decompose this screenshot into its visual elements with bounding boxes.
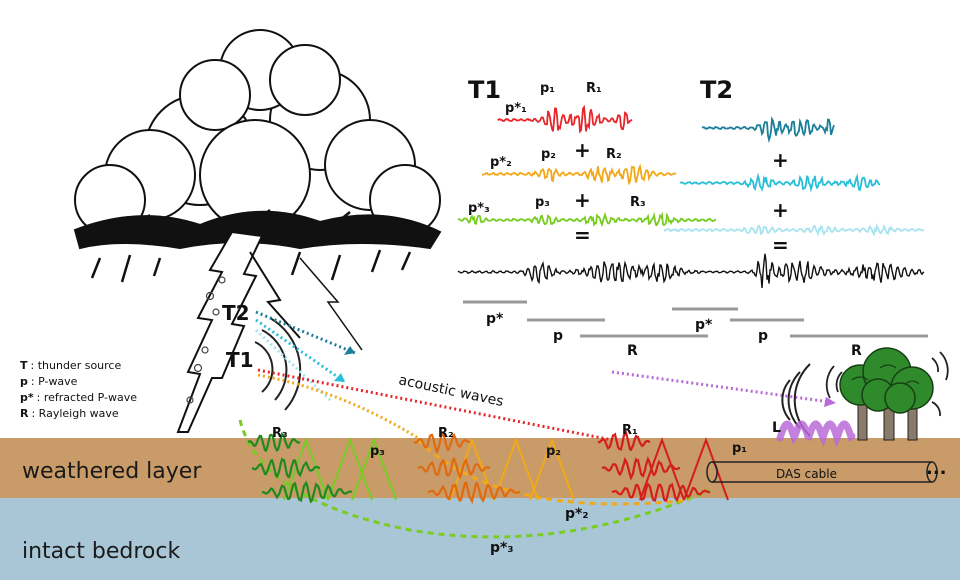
wavelet-red-r1 [597, 429, 651, 452]
l-wave-coil [776, 420, 856, 448]
row2-r-label: R₂ [606, 147, 622, 162]
l-coil-path [776, 420, 856, 448]
refracted-paths [238, 419, 711, 539]
r2-label: R₂ [438, 426, 454, 441]
wavelet-red-deep [611, 482, 711, 503]
t2-plus-1: + [772, 148, 789, 172]
lightning-bolt-icon [176, 230, 363, 433]
thunder-sound-arcs [254, 317, 302, 411]
wavelet-green-mid [251, 457, 321, 479]
panel-t1-title: T1 [468, 76, 501, 104]
r1-label: R₁ [622, 423, 638, 438]
seismogram-traces [457, 104, 925, 288]
ray-t2-arrowhead [344, 346, 355, 355]
tri-green-1 [283, 437, 329, 501]
wavelet-orange-r2 [413, 432, 471, 455]
pstar3-label: p*₃ [490, 540, 513, 556]
row3-pstar-label: p*₃ [468, 201, 490, 216]
wavelet-green-r3 [247, 431, 301, 453]
ray-t2-mid [255, 318, 346, 384]
row2-p-label: p₂ [541, 147, 556, 162]
window-pstar-t2-label: p* [695, 317, 713, 333]
tri-orange-2 [493, 437, 539, 501]
wavelet-orange-deep [427, 481, 521, 505]
window-r-t1-label: R [627, 343, 638, 359]
pstar2-path [416, 438, 691, 506]
trace-t2-row1 [701, 116, 835, 144]
ray-purple [611, 370, 831, 404]
row3-p-label: p₃ [535, 195, 550, 210]
ray-t1-red [257, 368, 613, 442]
row2-pstar-label: p*₂ [490, 155, 512, 170]
thunderstorm-cloud-icon [73, 29, 442, 283]
das-cable [706, 461, 938, 483]
t1-equals: = [574, 223, 591, 247]
ray-paths [254, 310, 831, 442]
das-cable-label: DAS cable [776, 467, 837, 481]
trace-t2-row2 [679, 172, 881, 193]
row3-r-label: R₃ [630, 195, 646, 210]
window-p-t2-label: p [758, 328, 768, 344]
pstar3-path [238, 419, 711, 539]
t1-plus-1: + [574, 138, 591, 162]
ray-purple-arrowhead [824, 397, 836, 407]
trace-t2-row3 [663, 223, 925, 237]
trace-t1-row2 [481, 163, 677, 186]
row1-r-label: R₁ [586, 81, 602, 96]
t2-plus-2: + [772, 198, 789, 222]
trace-combined [457, 253, 925, 288]
trace-t1-row1 [497, 104, 633, 134]
tri-orange-3 [529, 437, 575, 501]
window-r-t2-label: R [851, 343, 862, 359]
legend-item-refracted: p*: refracted P-wave [20, 391, 137, 404]
tree-vibration-arcs [825, 351, 949, 417]
phase-windows [463, 300, 928, 338]
p3-label: p₃ [370, 444, 385, 459]
r3-label: R₃ [272, 426, 288, 441]
p2-label: p₂ [546, 444, 561, 459]
intact-bedrock-label: intact bedrock [22, 539, 180, 564]
pstar2-label: p*₂ [565, 506, 588, 522]
trees-icon [839, 347, 934, 441]
tri-red-2 [683, 437, 729, 501]
tri-green-2 [327, 437, 373, 501]
row1-pstar-label: p*₁ [505, 101, 527, 116]
source-t1-label: T1 [226, 348, 254, 372]
t1-plus-2: + [574, 188, 591, 212]
tri-orange-1 [449, 437, 495, 501]
t2-equals: = [772, 233, 789, 257]
tri-green-3 [351, 437, 397, 501]
ray-t2-light [254, 328, 332, 402]
wavelet-green-deep [261, 480, 353, 504]
tri-red-1 [639, 437, 685, 501]
source-t2-label: T2 [222, 301, 250, 325]
ray-t1-orange [257, 373, 419, 440]
weathered-layer-label: weathered layer [22, 459, 202, 484]
trace-t1-row3 [457, 211, 717, 228]
wavelet-red-mid [601, 456, 681, 481]
ray-t2-mid-arrowhead [334, 373, 345, 382]
panel-t2-title: T2 [700, 76, 733, 104]
legend-item-thunder: T: thunder source [20, 359, 121, 372]
p1-label: p₁ [732, 441, 747, 456]
wavelet-orange-mid [417, 457, 491, 480]
row1-p-label: p₁ [540, 81, 555, 96]
surface-waves [247, 429, 729, 505]
legend: T: thunder source p: P-wave p*: refracte… [20, 359, 137, 420]
legend-item-p-wave: p: P-wave [20, 375, 78, 388]
window-pstar-t1-label: p* [486, 311, 504, 327]
legend-item-rayleigh: R: Rayleigh wave [20, 407, 119, 420]
l-label: L [772, 420, 781, 436]
cable-ellipsis: ... [926, 458, 947, 479]
window-p-t1-label: p [553, 328, 563, 344]
acoustic-waves-label: acoustic waves [397, 372, 505, 410]
intact-bedrock-layer [0, 498, 960, 580]
